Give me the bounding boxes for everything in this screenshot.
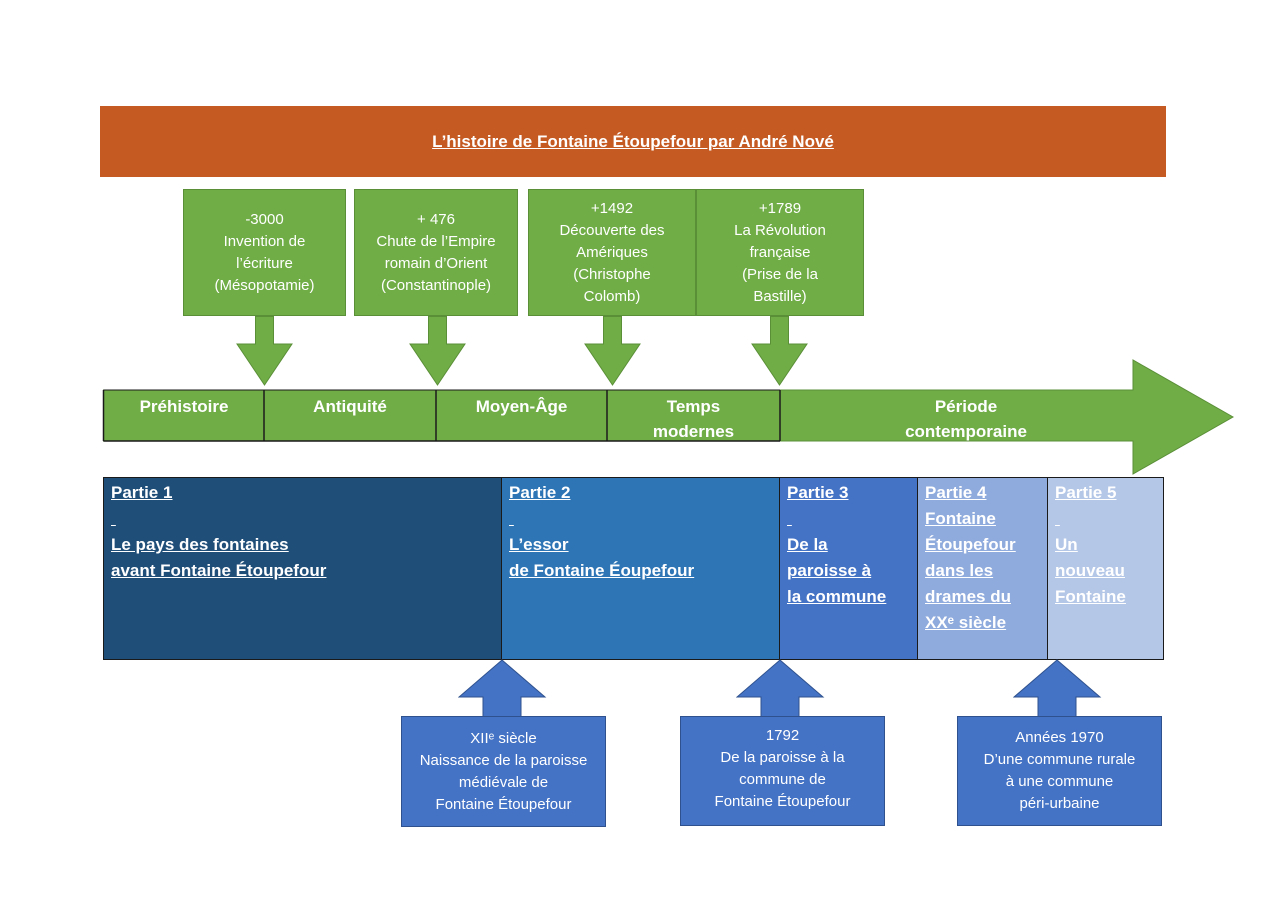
period-antiquite: Antiquité [264,390,436,442]
event-line: l’écriture [236,254,293,272]
part-line [1055,506,1157,532]
event-line: Années 1970 [1015,729,1104,746]
diagram-title: L’histoire de Fontaine Étoupefour par An… [432,131,834,151]
event-box: + 476 Chute de l’Empire romain d’Orient … [354,189,518,316]
event-line: Découverte des [559,221,665,239]
period-label: contemporaine [905,422,1027,441]
part-line [787,506,911,532]
period-label: Antiquité [313,397,387,416]
event-line: -3000 [245,210,284,228]
period-moyen-age: Moyen-Âge [436,390,607,442]
event-line: D’une commune rurale [983,751,1136,768]
event-box: XIIᵉ siècle Naissance de la paroisse méd… [401,716,606,827]
down-arrow-icon [584,316,641,386]
event-box: -3000 Invention de l’écriture (Mésopotam… [183,189,346,316]
event-line: La Révolution [734,221,826,239]
period-prehistoire: Préhistoire [104,390,264,442]
part-line: avant Fontaine Étoupefour [111,561,327,580]
part-line: Partie 3 [787,483,849,502]
event-line: (Constantinople) [380,276,492,294]
event-line: 1792 [765,727,800,744]
event-line: + 476 [417,210,455,228]
down-arrow-icon [409,316,466,386]
event-box: +1789 La Révolution française (Prise de … [696,189,864,316]
event-line: XIIᵉ siècle [470,729,537,747]
period-label: Moyen-Âge [475,397,568,416]
part-line: Partie 5 [1055,483,1117,502]
event-box: Années 1970 D’une commune rurale à une c… [957,716,1162,826]
part-line: Un [1055,535,1078,554]
part-line [111,506,495,532]
up-arrow-icon [1013,659,1102,719]
title-bar: L’histoire de Fontaine Étoupefour par An… [100,106,1166,177]
event-line: Invention de [223,232,306,250]
event-box: +1492 Découverte des Amériques (Christop… [528,189,696,316]
event-line: romain d’Orient [384,254,488,272]
part-line [509,506,774,532]
timeline-arrow [102,359,1235,475]
event-line: Fontaine Étoupefour [714,793,851,810]
period-label: Période [934,397,998,416]
part-line: XXᵉ siècle [925,613,1007,632]
part-line: drames du [925,587,1011,606]
part-line: Étoupefour [925,535,1016,554]
event-line: Chute de l’Empire [376,232,496,250]
event-line: Bastille) [753,287,807,305]
part-line: la commune [787,587,887,606]
up-arrow-icon [736,659,825,719]
event-box: 1792 De la paroisse à la commune de Font… [680,716,885,826]
part-line: paroisse à [787,561,872,580]
part-line: Fontaine [925,509,996,528]
part-line: Partie 4 [925,483,987,502]
period-contemporaine: Période contemporaine [780,390,1152,442]
part-line: dans les [925,561,994,580]
event-line: (Christophe [573,265,651,283]
part-line: Partie 2 [509,483,571,502]
period-temps-modernes: Temps modernes [607,390,780,442]
part-line: Le pays des fontaines [111,535,289,554]
event-line: De la paroisse à la [720,749,845,766]
event-line: péri-urbaine [1019,795,1100,812]
event-line: commune de [739,771,826,788]
part-3: Partie 3 De la paroisse à la commune [779,477,918,660]
period-label: Temps [666,397,721,416]
part-2: Partie 2 L’essor de Fontaine Éoupefour [501,477,781,660]
event-line: à une commune [1005,773,1114,790]
period-label: modernes [652,422,735,441]
period-label: Préhistoire [139,397,229,416]
event-line: (Mésopotamie) [214,276,315,294]
part-5: Partie 5 Un nouveau Fontaine [1047,477,1164,660]
event-line: française [749,243,811,261]
part-line: De la [787,535,828,554]
event-line: Amériques [576,243,648,261]
event-line: +1492 [590,199,634,217]
event-line: Naissance de la paroisse [419,751,588,769]
part-1: Partie 1 Le pays des fontaines avant Fon… [103,477,502,660]
event-line: +1789 [758,199,802,217]
part-line: Fontaine [1055,587,1126,606]
part-line: de Fontaine Éoupefour [509,561,695,580]
event-line: médiévale de [458,773,549,791]
down-arrow-icon [751,316,808,386]
event-line: Colomb) [583,287,641,305]
part-line: Partie 1 [111,483,173,502]
part-line: L’essor [509,535,569,554]
down-arrow-icon [236,316,293,386]
event-line: (Prise de la [742,265,818,283]
event-line: Fontaine Étoupefour [435,795,572,813]
part-line: nouveau [1055,561,1125,580]
part-4: Partie 4 Fontaine Étoupefour dans les dr… [917,477,1048,660]
up-arrow-icon [458,659,547,719]
